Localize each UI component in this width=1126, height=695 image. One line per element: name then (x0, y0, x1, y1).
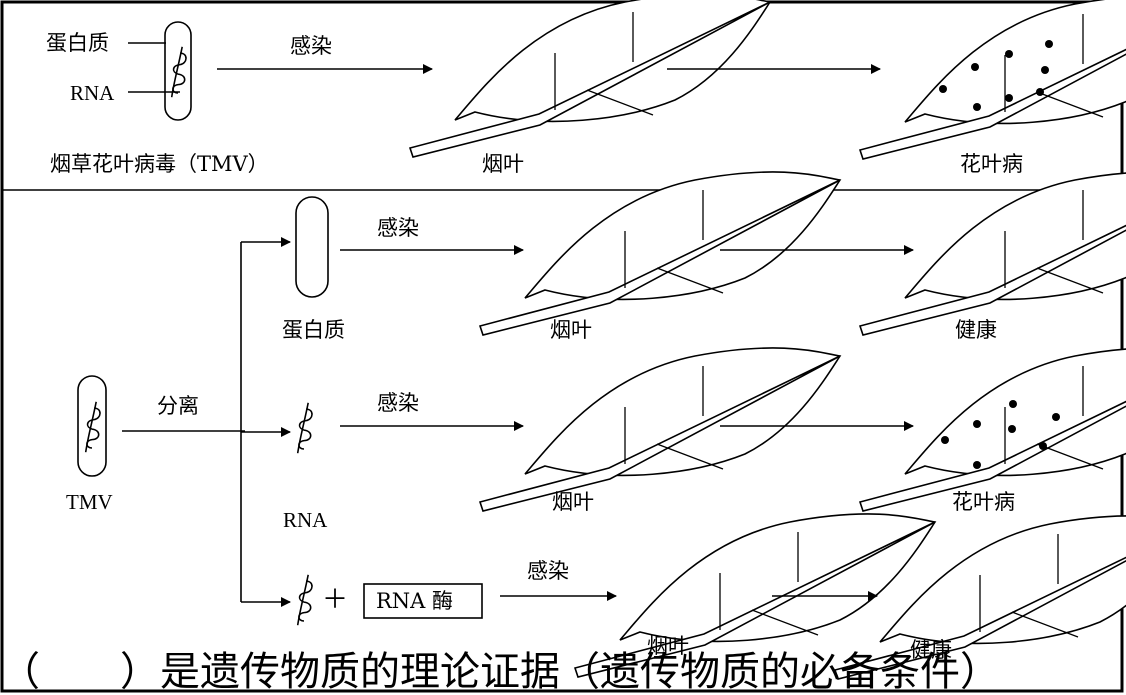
leaf-row3-tobacco (479, 347, 841, 512)
leaf-row2-healthy (859, 171, 1126, 336)
label-healthy-2: 健康 (910, 638, 952, 662)
label-tmv-name: 烟草花叶病毒（TMV） (50, 152, 269, 176)
rna-strand-2 (296, 574, 313, 626)
label-tmv-rna: RNA (70, 81, 115, 105)
leaf-row1-tobacco (409, 0, 771, 158)
rnase-box (363, 583, 483, 619)
label-protein: 蛋白质 (282, 318, 345, 342)
label-mosaic-2: 花叶病 (952, 490, 1015, 514)
label-separate: 分离 (157, 394, 199, 418)
label-mosaic-1: 花叶病 (960, 152, 1023, 176)
label-plus: ＋ (322, 585, 349, 615)
label-infect-2: 感染 (377, 216, 419, 240)
label-infect-4: 感染 (527, 559, 569, 583)
leaf-row2-tobacco (479, 171, 841, 336)
protein-capsule (295, 196, 329, 298)
label-tobacco-leaf-3: 烟叶 (552, 490, 594, 514)
label-healthy-1: 健康 (955, 318, 997, 342)
label-rnase: RNA 酶 (376, 589, 454, 613)
label-rna: RNA (283, 508, 328, 532)
caption-text: （ ）是遗传物质的理论证据（遗传物质的必备条件） (0, 649, 1000, 695)
leaf-row3-mosaic (859, 347, 1126, 512)
rna-strand (296, 402, 313, 454)
label-tobacco-leaf-1: 烟叶 (482, 152, 524, 176)
label-tobacco-leaf-2: 烟叶 (550, 318, 592, 342)
label-infect-3: 感染 (377, 391, 419, 415)
label-tmv-protein: 蛋白质 (46, 31, 109, 55)
leaf-row1-mosaic (859, 0, 1126, 160)
tmv-virus-particle (164, 21, 192, 121)
label-tobacco-leaf-4: 烟叶 (647, 634, 689, 658)
label-infect-1: 感染 (290, 34, 332, 58)
tmv-whole-particle (77, 375, 107, 477)
label-tmv-short: TMV (66, 490, 113, 514)
